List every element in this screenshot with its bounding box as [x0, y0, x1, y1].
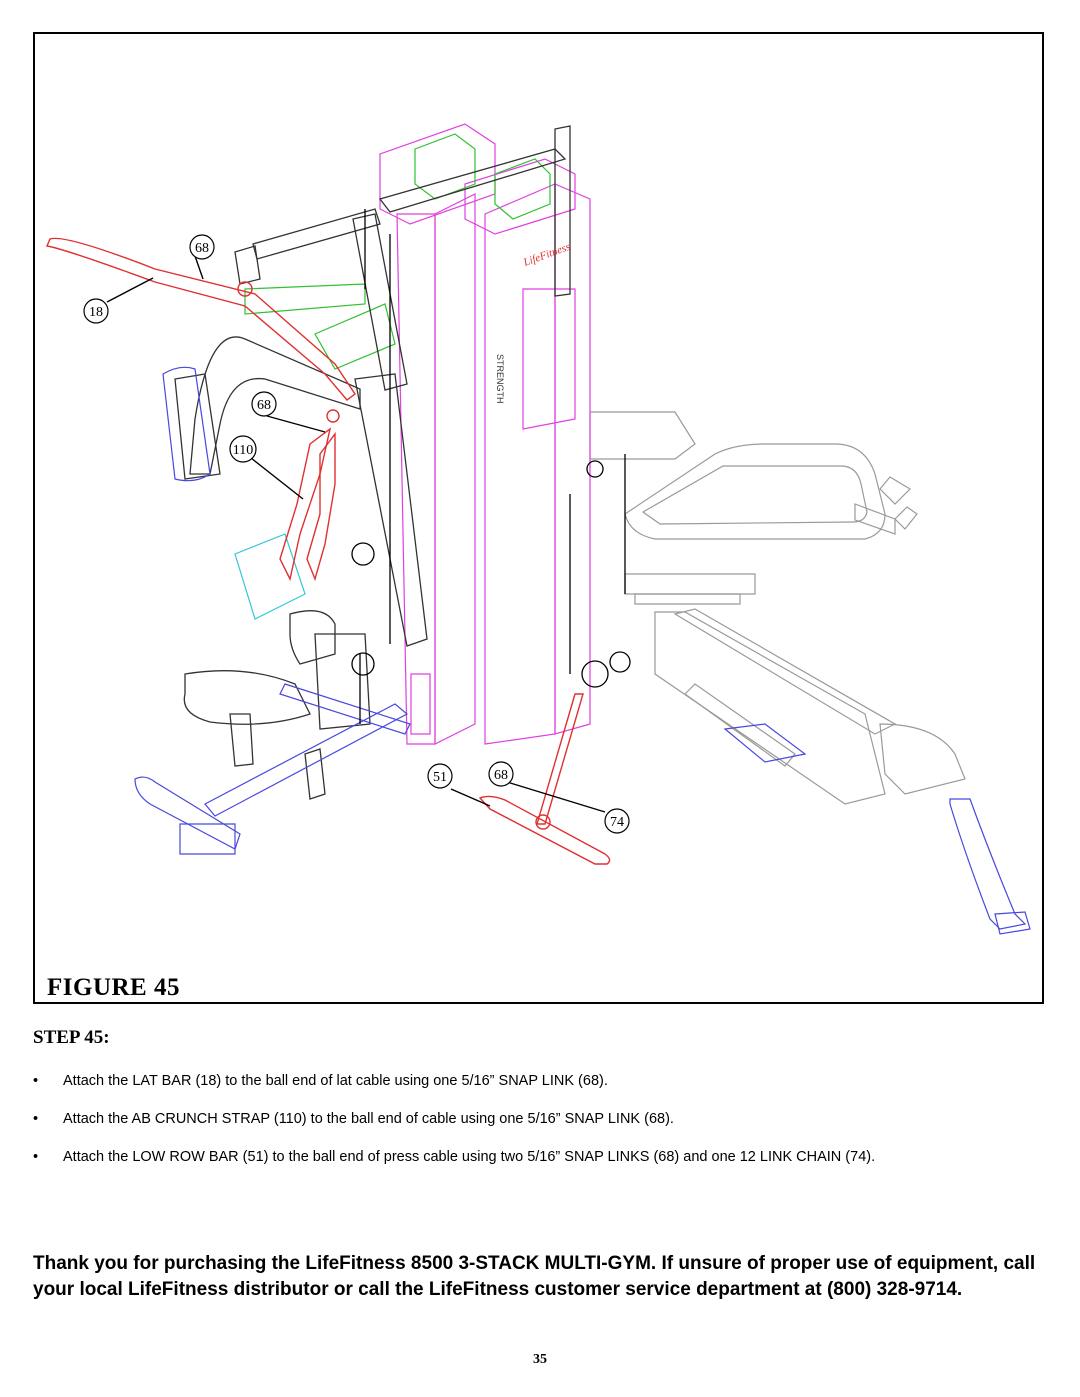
brand-tower-text: STRENGTH [495, 354, 505, 404]
figure-frame: LifeFitness STRENGTH 68 18 68 110 51 68 … [33, 32, 1044, 1004]
callout-110: 110 [233, 443, 253, 458]
link-chain [536, 693, 584, 825]
figure-caption: FIGURE 45 [47, 974, 180, 1001]
lat-bar [46, 237, 356, 401]
thank-you-note: Thank you for purchasing the LifeFitness… [33, 1253, 1036, 1300]
cables-and-pulleys [351, 209, 631, 724]
weight-stack-towers [379, 123, 591, 745]
instruction-item: • Attach the LOW ROW BAR (51) to the bal… [33, 1148, 1053, 1166]
seat-pad-outline [234, 533, 306, 620]
callout-74: 74 [610, 815, 624, 830]
callout-circles [83, 234, 630, 834]
bench-leg-drawing [723, 723, 1031, 935]
callout-51: 51 [433, 770, 447, 785]
bullet-icon: • [33, 1111, 39, 1127]
instruction-item: • Attach the AB CRUNCH STRAP (110) to th… [33, 1110, 1053, 1128]
base-frame-drawing [134, 366, 411, 855]
instruction-item: • Attach the LAT BAR (18) to the ball en… [33, 1072, 1053, 1090]
callout-68-row: 68 [494, 768, 508, 783]
bullet-icon: • [33, 1073, 39, 1089]
callout-leaders [106, 255, 606, 813]
step-heading: STEP 45: [33, 1027, 110, 1048]
instruction-text: Attach the AB CRUNCH STRAP (110) to the … [63, 1111, 674, 1127]
low-row-bar [478, 795, 611, 865]
page-number: 35 [533, 1352, 547, 1367]
instruction-text: Attach the LOW ROW BAR (51) to the ball … [63, 1149, 876, 1165]
multi-gym-illustration: LifeFitness STRENGTH 68 18 68 110 51 68 … [46, 123, 1031, 935]
ab-crunch-strap [279, 427, 332, 582]
press-arm-drawing [589, 411, 966, 805]
brand-logo-text: LifeFitness [521, 241, 572, 269]
instruction-text: Attach the LAT BAR (18) to the ball end … [63, 1073, 608, 1089]
callout-18: 18 [89, 305, 103, 320]
bullet-icon: • [33, 1149, 39, 1165]
callout-68-strap: 68 [257, 398, 271, 413]
red-attachment-parts [46, 237, 611, 865]
top-frame-drawing [174, 125, 571, 800]
callout-68-lat: 68 [195, 241, 209, 256]
instruction-list: • Attach the LAT BAR (18) to the ball en… [33, 1072, 1053, 1186]
